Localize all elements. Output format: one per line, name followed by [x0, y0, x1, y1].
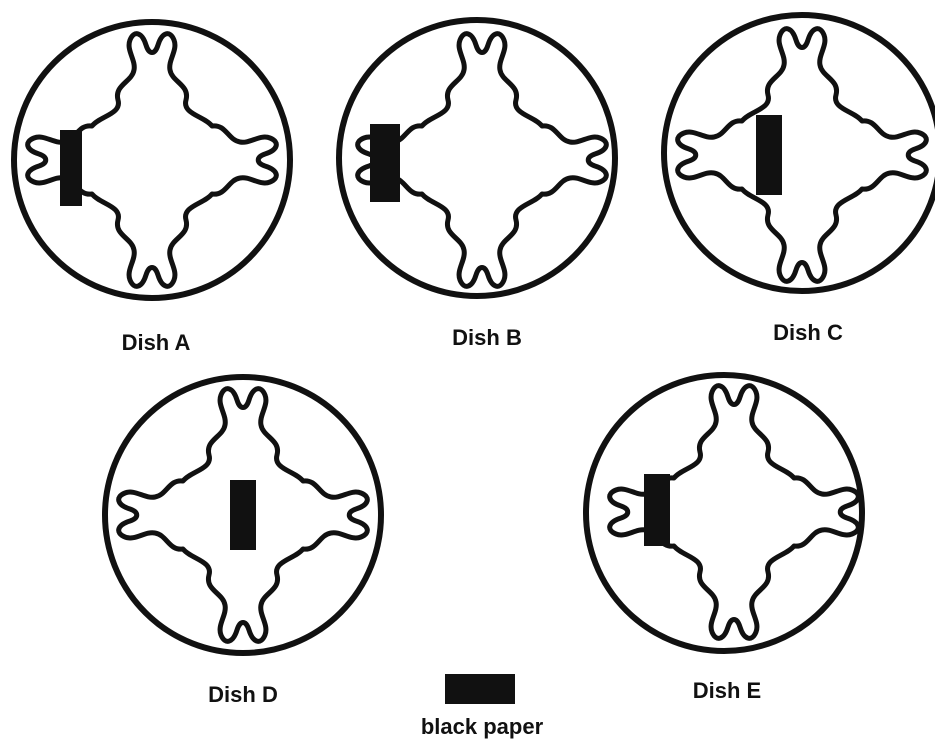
petri-dish [102, 374, 384, 656]
black-paper-swatch [445, 674, 515, 704]
petri-dish [336, 17, 618, 299]
dish-label: Dish C [773, 320, 843, 345]
dish-a: Dish A [11, 19, 293, 355]
legend-label: black paper [421, 714, 544, 739]
dish-c: Dish C [661, 12, 935, 345]
dish-e: Dish E [583, 372, 865, 703]
black-paper [60, 130, 82, 206]
petri-dish [583, 372, 865, 654]
dish-label: Dish B [452, 325, 522, 350]
dish-d: Dish D [102, 374, 384, 707]
dish-label: Dish A [122, 330, 191, 355]
legend: black paper [421, 674, 544, 739]
dish-label: Dish E [693, 678, 761, 703]
organism [678, 29, 927, 282]
petri-dish [11, 19, 293, 301]
petri-dish [661, 12, 935, 294]
dish-label: Dish D [208, 682, 278, 707]
black-paper [644, 474, 670, 546]
black-paper [756, 115, 782, 195]
black-paper [370, 124, 400, 202]
dish-b: Dish B [336, 17, 618, 350]
black-paper [230, 480, 256, 550]
